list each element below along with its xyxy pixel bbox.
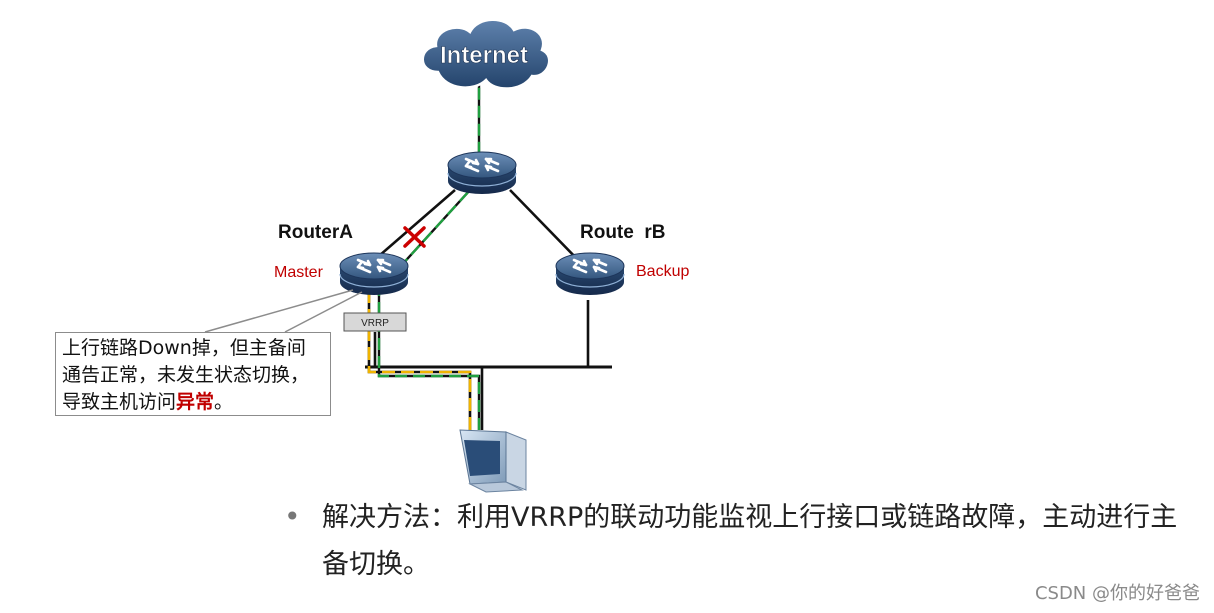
vrrp-label: VRRP (361, 318, 389, 329)
internet-label: Internet (440, 42, 528, 69)
core-router-icon (446, 150, 518, 196)
watermark: CSDN @你的好爸爸 (1034, 583, 1200, 604)
traffic-path (377, 78, 481, 430)
host-pc-icon (459, 429, 527, 493)
vrrp-box: VRRP (343, 312, 407, 332)
link-core-routerb (509, 189, 581, 263)
router-a-icon (338, 251, 410, 297)
bullet-icon: • (284, 500, 301, 533)
callout-text: 上行链路Down掉，但主备间通告正常，未发生状态切换，导致主机访问 (62, 337, 310, 413)
router-b-role: Backup (636, 263, 690, 280)
router-b-icon (554, 251, 626, 297)
solution-text: 解决方法：利用VRRP的联动功能监视上行接口或链路故障，主动进行主备切换。 (322, 502, 1178, 580)
router-b-name: Route rB (580, 222, 666, 243)
callout-emphasis: 异常 (176, 391, 215, 413)
fault-callout: 上行链路Down掉，但主备间通告正常，未发生状态切换，导致主机访问异常。 (55, 332, 331, 416)
callout-pointers (204, 289, 363, 333)
link-routera-core (371, 189, 456, 263)
callout-end: 。 (214, 391, 234, 413)
internet-cloud-icon: Internet (421, 18, 551, 90)
network-links (365, 189, 612, 430)
router-a-name: RouterA (278, 222, 353, 243)
router-a-role: Master (274, 264, 323, 281)
link-fault-x-icon (403, 226, 426, 248)
